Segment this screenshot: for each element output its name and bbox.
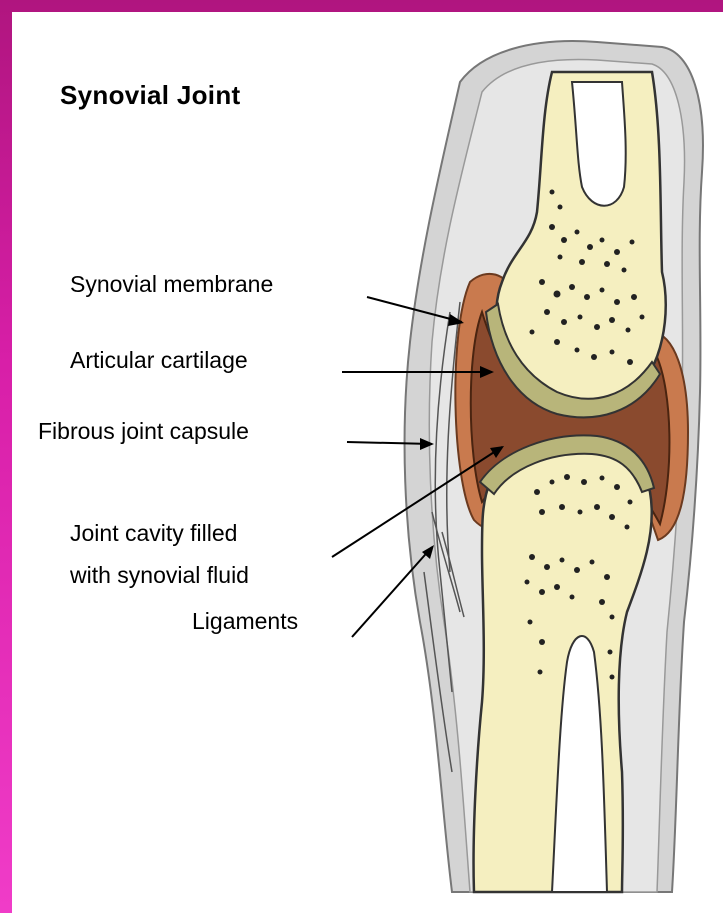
slide-canvas: Synovial Joint Synovial membrane Articul…	[12, 12, 723, 913]
label-articular-cartilage: Articular cartilage	[70, 346, 248, 374]
label-joint-cavity-line1: Joint cavity filled	[70, 519, 237, 547]
label-ligaments: Ligaments	[192, 607, 298, 635]
knee-joint-diagram	[12, 12, 723, 913]
label-joint-cavity-line2: with synovial fluid	[70, 561, 249, 589]
label-fibrous-joint-capsule: Fibrous joint capsule	[38, 417, 249, 445]
diagram-title: Synovial Joint	[60, 80, 240, 111]
label-synovial-membrane: Synovial membrane	[70, 270, 273, 298]
